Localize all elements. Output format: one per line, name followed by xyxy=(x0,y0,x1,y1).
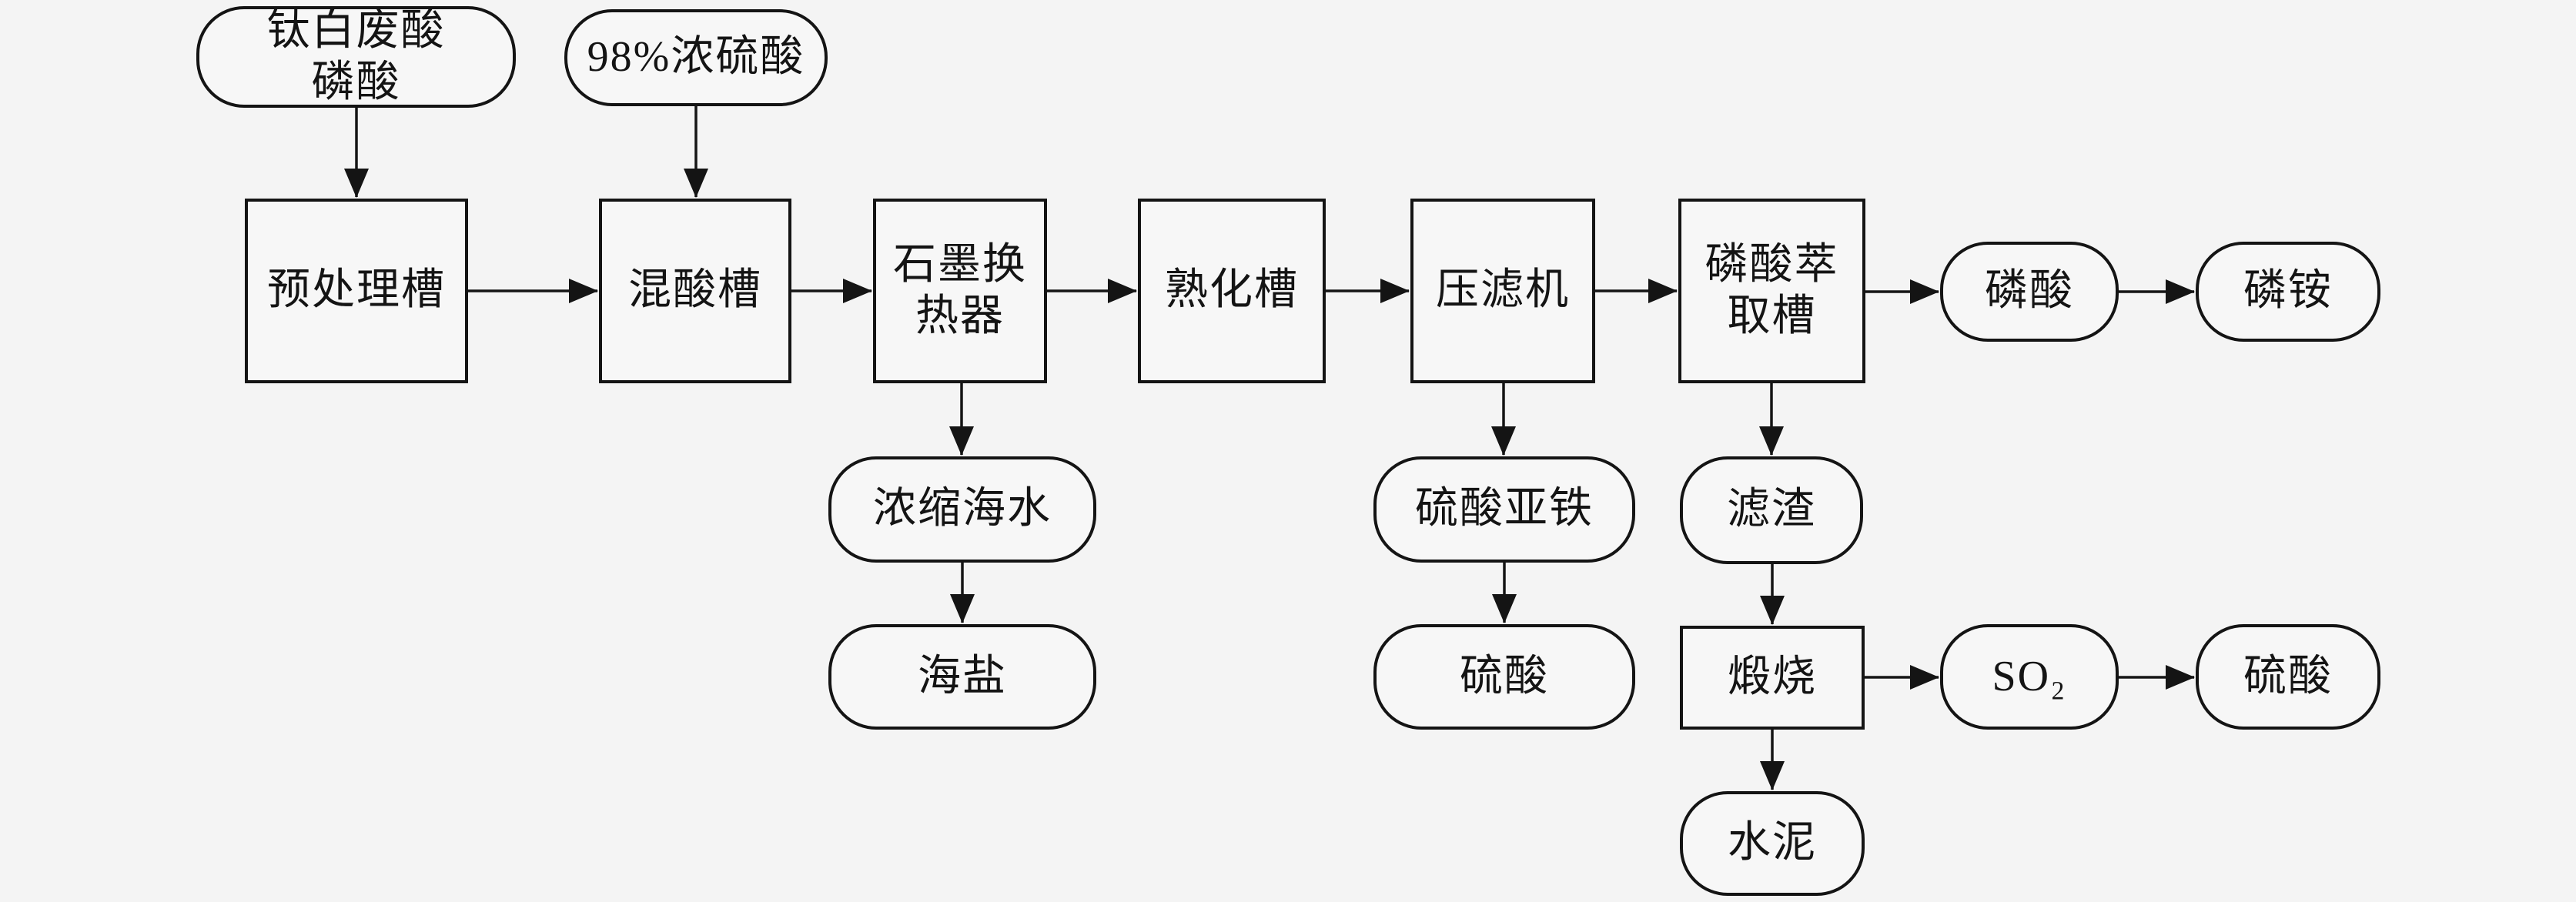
node-label-line: 混酸槽 xyxy=(628,266,762,315)
node-sulfuric-acid-byproduct-2: 硫酸 xyxy=(2196,624,2380,730)
node-so2: SO₂ xyxy=(1940,624,2119,730)
node-pretreatment-tank: 预处理槽 xyxy=(245,199,468,383)
node-label-line: 压滤机 xyxy=(1436,266,1570,315)
node-label-line: 磷酸萃 xyxy=(1705,240,1839,289)
node-label-line: 硫酸 xyxy=(1460,652,1549,700)
node-mixed-acid-tank: 混酸槽 xyxy=(599,199,791,383)
node-label-line: 热器 xyxy=(915,292,1005,340)
node-label-line: 磷铵 xyxy=(2243,267,2333,316)
node-cement: 水泥 xyxy=(1680,791,1865,896)
node-phosphoric-acid: 磷酸 xyxy=(1940,242,2119,342)
node-aging-tank: 熟化槽 xyxy=(1138,199,1326,383)
node-label-line: 浓缩海水 xyxy=(873,485,1052,533)
node-concentrated-seawater: 浓缩海水 xyxy=(828,456,1096,563)
node-graphite-heat-exchanger: 石墨换热器 xyxy=(873,199,1047,383)
node-label-line: 98%浓硫酸 xyxy=(587,33,805,82)
node-label-line: 硫酸 xyxy=(2243,652,2333,700)
node-label-line: 取槽 xyxy=(1727,292,1817,340)
node-filter-residue: 滤渣 xyxy=(1680,456,1863,564)
node-label-line: 煅烧 xyxy=(1728,653,1817,701)
node-conc-sulfuric-acid-98: 98%浓硫酸 xyxy=(564,9,828,106)
node-titanium-waste-acid: 钛白废酸磷酸 xyxy=(196,6,516,108)
node-label-line: 熟化槽 xyxy=(1165,266,1299,315)
node-label-line: 钛白废酸 xyxy=(266,6,446,55)
node-ferrous-sulfate: 硫酸亚铁 xyxy=(1373,456,1635,563)
node-label-line: 磷酸 xyxy=(1985,267,2074,316)
edge-lines xyxy=(344,106,2195,790)
node-label-line: 水泥 xyxy=(1728,819,1817,867)
node-calcination: 煅烧 xyxy=(1680,626,1865,730)
node-phosphoric-extraction-tank: 磷酸萃取槽 xyxy=(1678,199,1865,383)
node-sea-salt: 海盐 xyxy=(828,624,1096,730)
node-label-line: SO₂ xyxy=(1992,652,2067,700)
node-filter-press: 压滤机 xyxy=(1410,199,1595,383)
node-ammonium-phosphate: 磷铵 xyxy=(2196,242,2380,342)
node-label-line: 磷酸 xyxy=(311,58,401,106)
node-label-line: 海盐 xyxy=(918,652,1007,700)
node-label-line: 石墨换 xyxy=(893,240,1027,289)
node-label-line: 硫酸亚铁 xyxy=(1415,485,1594,533)
node-label-line: 预处理槽 xyxy=(267,266,446,315)
node-sulfuric-acid-byproduct-1: 硫酸 xyxy=(1373,624,1635,730)
node-label-line: 滤渣 xyxy=(1727,486,1816,534)
